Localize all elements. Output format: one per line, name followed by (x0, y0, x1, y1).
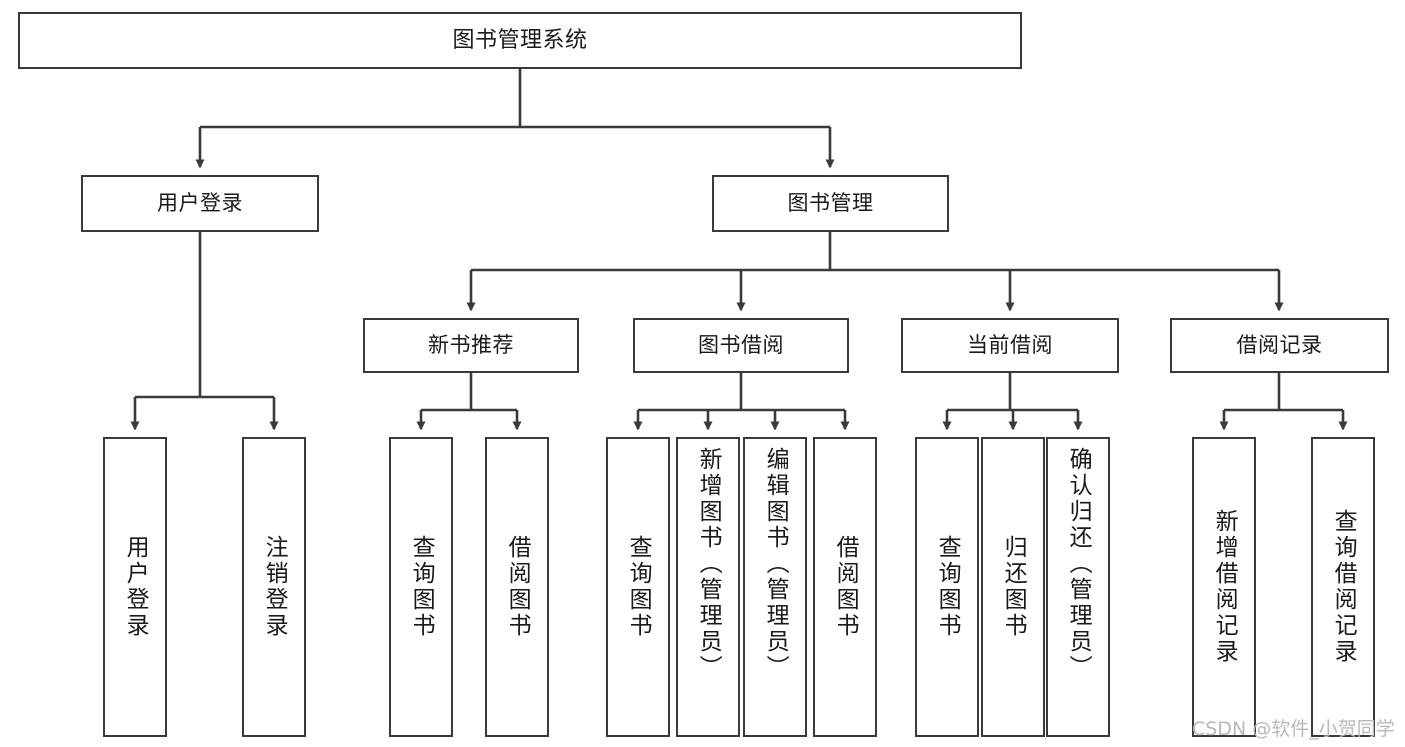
node-borrow-record-label: 借阅记录 (1236, 333, 1323, 358)
node-leaf-query-book-1[interactable]: 查询图书 (389, 437, 453, 737)
node-leaf-add-book[interactable]: 新增图书（管理员） (676, 437, 740, 737)
node-leaf-edit-book[interactable]: 编辑图书（管理员） (743, 437, 807, 737)
node-leaf-borrow-book-1[interactable]: 借阅图书 (485, 437, 549, 737)
node-leaf-query-book-2[interactable]: 查询图书 (606, 437, 670, 737)
node-leaf-borrow-book-2[interactable]: 借阅图书 (813, 437, 877, 737)
node-book-management[interactable]: 图书管理 (712, 175, 949, 232)
csdn-watermark: CSDN @软件_小贺同学 (1192, 718, 1395, 740)
node-leaf-query-book-3-label: 查询图书 (934, 535, 961, 639)
node-leaf-query-record[interactable]: 查询借阅记录 (1311, 437, 1375, 737)
node-leaf-query-book-3[interactable]: 查询图书 (915, 437, 979, 737)
node-new-book-recommend-label: 新书推荐 (428, 333, 514, 358)
node-leaf-edit-book-label: 编辑图书（管理员） (762, 447, 789, 681)
node-root-label: 图书管理系统 (452, 27, 588, 53)
node-leaf-user-login[interactable]: 用户登录 (103, 437, 167, 737)
node-leaf-query-book-2-label: 查询图书 (625, 535, 652, 639)
node-leaf-logout[interactable]: 注销登录 (242, 437, 306, 737)
node-leaf-user-login-label: 用户登录 (122, 535, 149, 639)
node-leaf-add-book-label: 新增图书（管理员） (695, 447, 722, 681)
node-leaf-query-book-1-label: 查询图书 (408, 535, 435, 639)
node-leaf-confirm-return-label: 确认归还（管理员） (1065, 447, 1092, 681)
node-new-book-recommend[interactable]: 新书推荐 (363, 318, 579, 373)
node-leaf-confirm-return[interactable]: 确认归还（管理员） (1046, 437, 1110, 737)
node-leaf-return-book[interactable]: 归还图书 (981, 437, 1045, 737)
node-book-borrow[interactable]: 图书借阅 (633, 318, 849, 373)
node-leaf-logout-label: 注销登录 (261, 535, 288, 639)
node-leaf-borrow-book-2-label: 借阅图书 (832, 535, 859, 639)
node-borrow-record[interactable]: 借阅记录 (1170, 318, 1389, 373)
node-current-borrow[interactable]: 当前借阅 (901, 318, 1119, 373)
node-book-borrow-label: 图书借阅 (698, 333, 784, 358)
node-leaf-return-book-label: 归还图书 (1000, 535, 1027, 639)
node-user-login[interactable]: 用户登录 (81, 175, 319, 232)
node-current-borrow-label: 当前借阅 (967, 333, 1053, 358)
node-user-login-label: 用户登录 (157, 191, 243, 216)
node-leaf-borrow-book-1-label: 借阅图书 (504, 535, 531, 639)
node-leaf-query-record-label: 查询借阅记录 (1330, 509, 1357, 665)
node-leaf-add-record[interactable]: 新增借阅记录 (1192, 437, 1256, 737)
node-root[interactable]: 图书管理系统 (18, 12, 1022, 69)
node-book-management-label: 图书管理 (787, 191, 874, 216)
node-leaf-add-record-label: 新增借阅记录 (1211, 509, 1238, 665)
